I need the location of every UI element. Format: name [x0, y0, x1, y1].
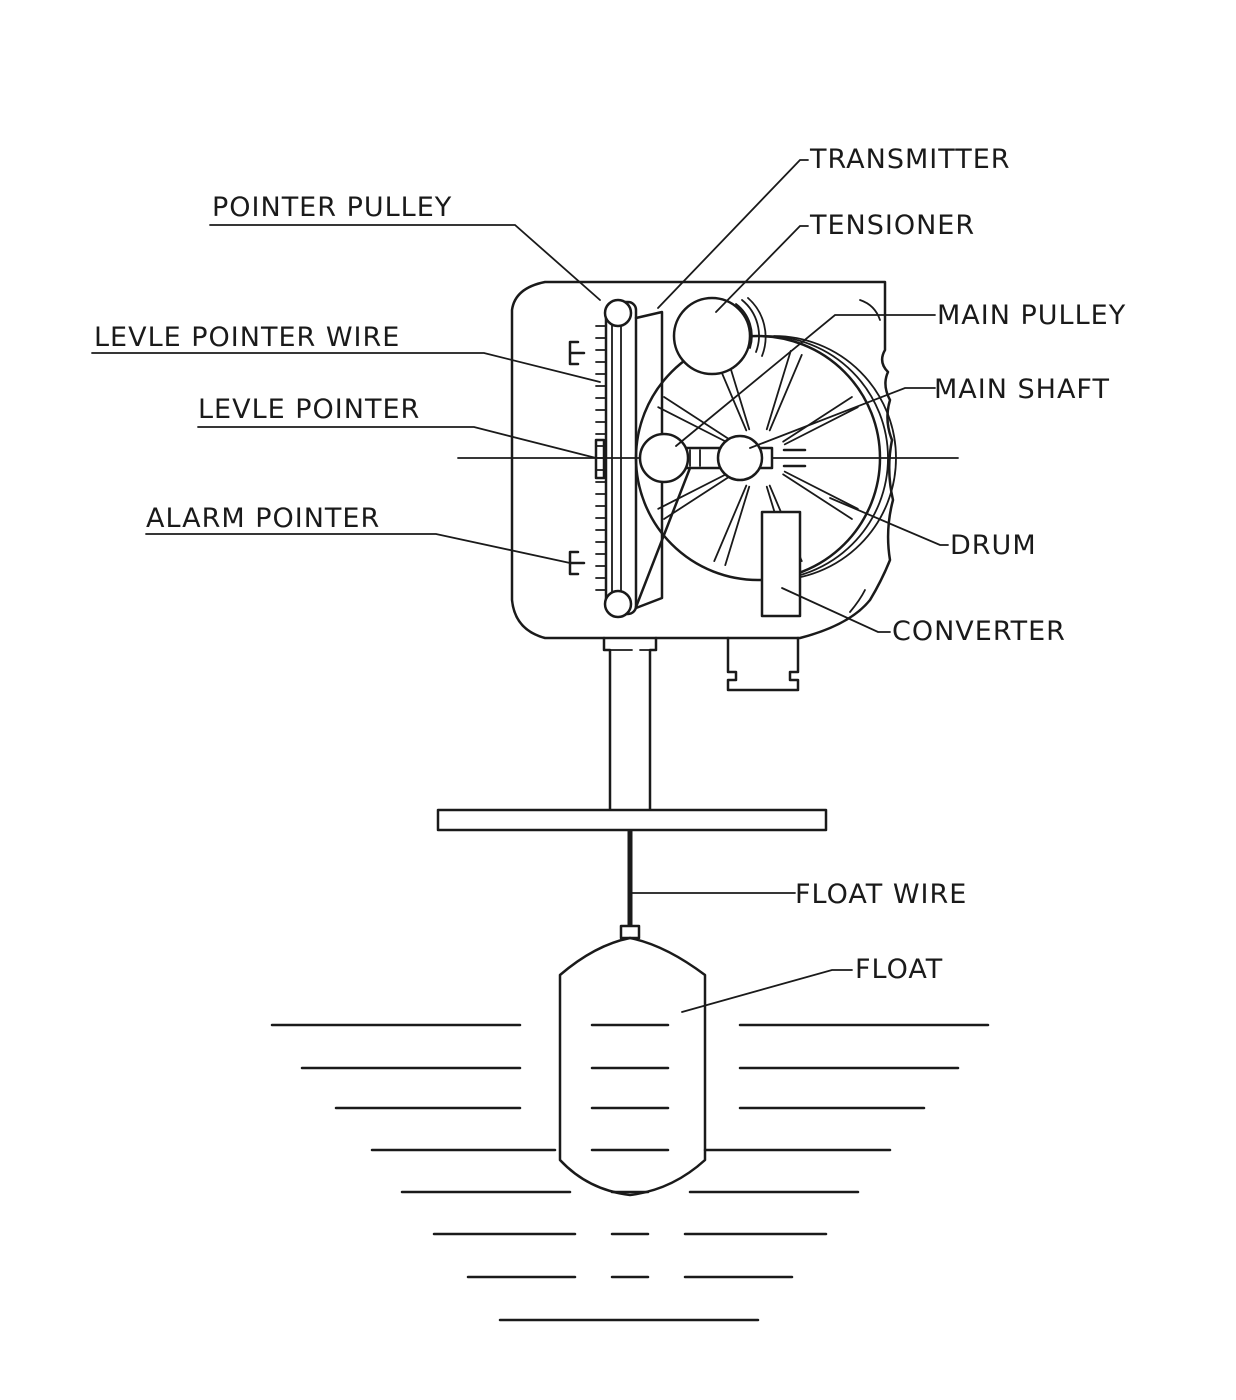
drum-spoke — [663, 396, 734, 443]
drum-spoke — [782, 396, 853, 443]
drum-spoke — [782, 473, 853, 520]
label-main-pulley: MAIN PULLEY — [937, 300, 1126, 331]
drum-spoke — [783, 406, 859, 446]
main-shaft-assembly — [638, 432, 807, 484]
drum-spokes — [657, 349, 859, 567]
scale-ticks — [595, 325, 607, 591]
label-float: FLOAT — [855, 954, 943, 985]
drum-spoke — [765, 349, 792, 431]
labels: TRANSMITTER TENSIONER POINTER PULLEY MAI… — [94, 144, 1126, 985]
pointer-pulley-top — [603, 298, 633, 328]
drum-spoke — [713, 484, 748, 562]
conduit-fitting — [726, 636, 800, 692]
gauge-housing — [510, 280, 895, 640]
main-shaft-pulley — [716, 434, 764, 482]
tank-flange — [436, 808, 828, 832]
label-pointer-pulley: POINTER PULLEY — [212, 192, 452, 223]
tensioner-pulley — [672, 296, 767, 376]
float-body — [558, 924, 707, 1197]
label-main-shaft: MAIN SHAFT — [934, 374, 1110, 405]
level-pointer-marker — [594, 438, 606, 480]
label-tensioner: TENSIONER — [809, 210, 975, 241]
drum-spoke — [657, 406, 733, 446]
alarm-pointer-lower — [568, 550, 586, 576]
alarm-pointer-upper — [568, 340, 586, 366]
label-alarm-pointer: ALARM POINTER — [146, 503, 380, 534]
label-transmitter: TRANSMITTER — [809, 144, 1011, 175]
drum-spoke — [663, 473, 734, 520]
label-level-pointer: LEVLE POINTER — [198, 394, 420, 425]
drum — [634, 334, 897, 582]
label-level-pointer-wire: LEVLE POINTER WIRE — [94, 322, 400, 353]
drum-spoke — [657, 470, 733, 510]
standpipe — [602, 636, 658, 812]
drum-spoke — [783, 470, 859, 510]
drum-spoke — [768, 354, 803, 432]
label-drum: DRUM — [950, 530, 1037, 561]
pointer-pulley-bottom — [603, 589, 633, 619]
label-converter: CONVERTER — [892, 616, 1066, 647]
liquid-lines — [270, 1023, 990, 1322]
drum-spoke — [724, 485, 751, 567]
leader-lines — [91, 159, 949, 1013]
label-float-wire: FLOAT WIRE — [795, 879, 967, 910]
converter — [760, 510, 802, 618]
